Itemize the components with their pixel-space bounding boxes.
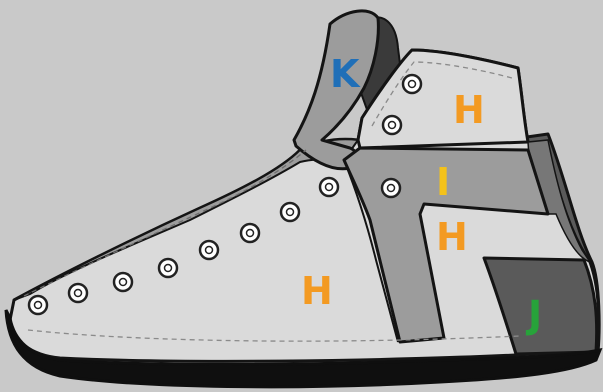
eyelet-icon	[383, 116, 401, 134]
label-heel-panel: H	[436, 215, 468, 259]
label-vamp: H	[301, 269, 333, 313]
label-heel-counter: J	[525, 293, 542, 337]
eyelet-icon	[114, 273, 132, 291]
eyelet-icon	[69, 284, 87, 302]
eyelet-icon	[159, 259, 177, 277]
label-strap: I	[436, 160, 450, 204]
eyelet-icon	[403, 75, 421, 93]
label-collar: H	[453, 88, 485, 132]
eyelet-icon	[281, 203, 299, 221]
eyelet-icon	[382, 179, 400, 197]
eyelet-icon	[200, 241, 218, 259]
eyelet-icon	[241, 224, 259, 242]
eyelet-icon	[29, 296, 47, 314]
eyelet-icon	[320, 178, 338, 196]
label-tongue: K	[330, 52, 361, 96]
